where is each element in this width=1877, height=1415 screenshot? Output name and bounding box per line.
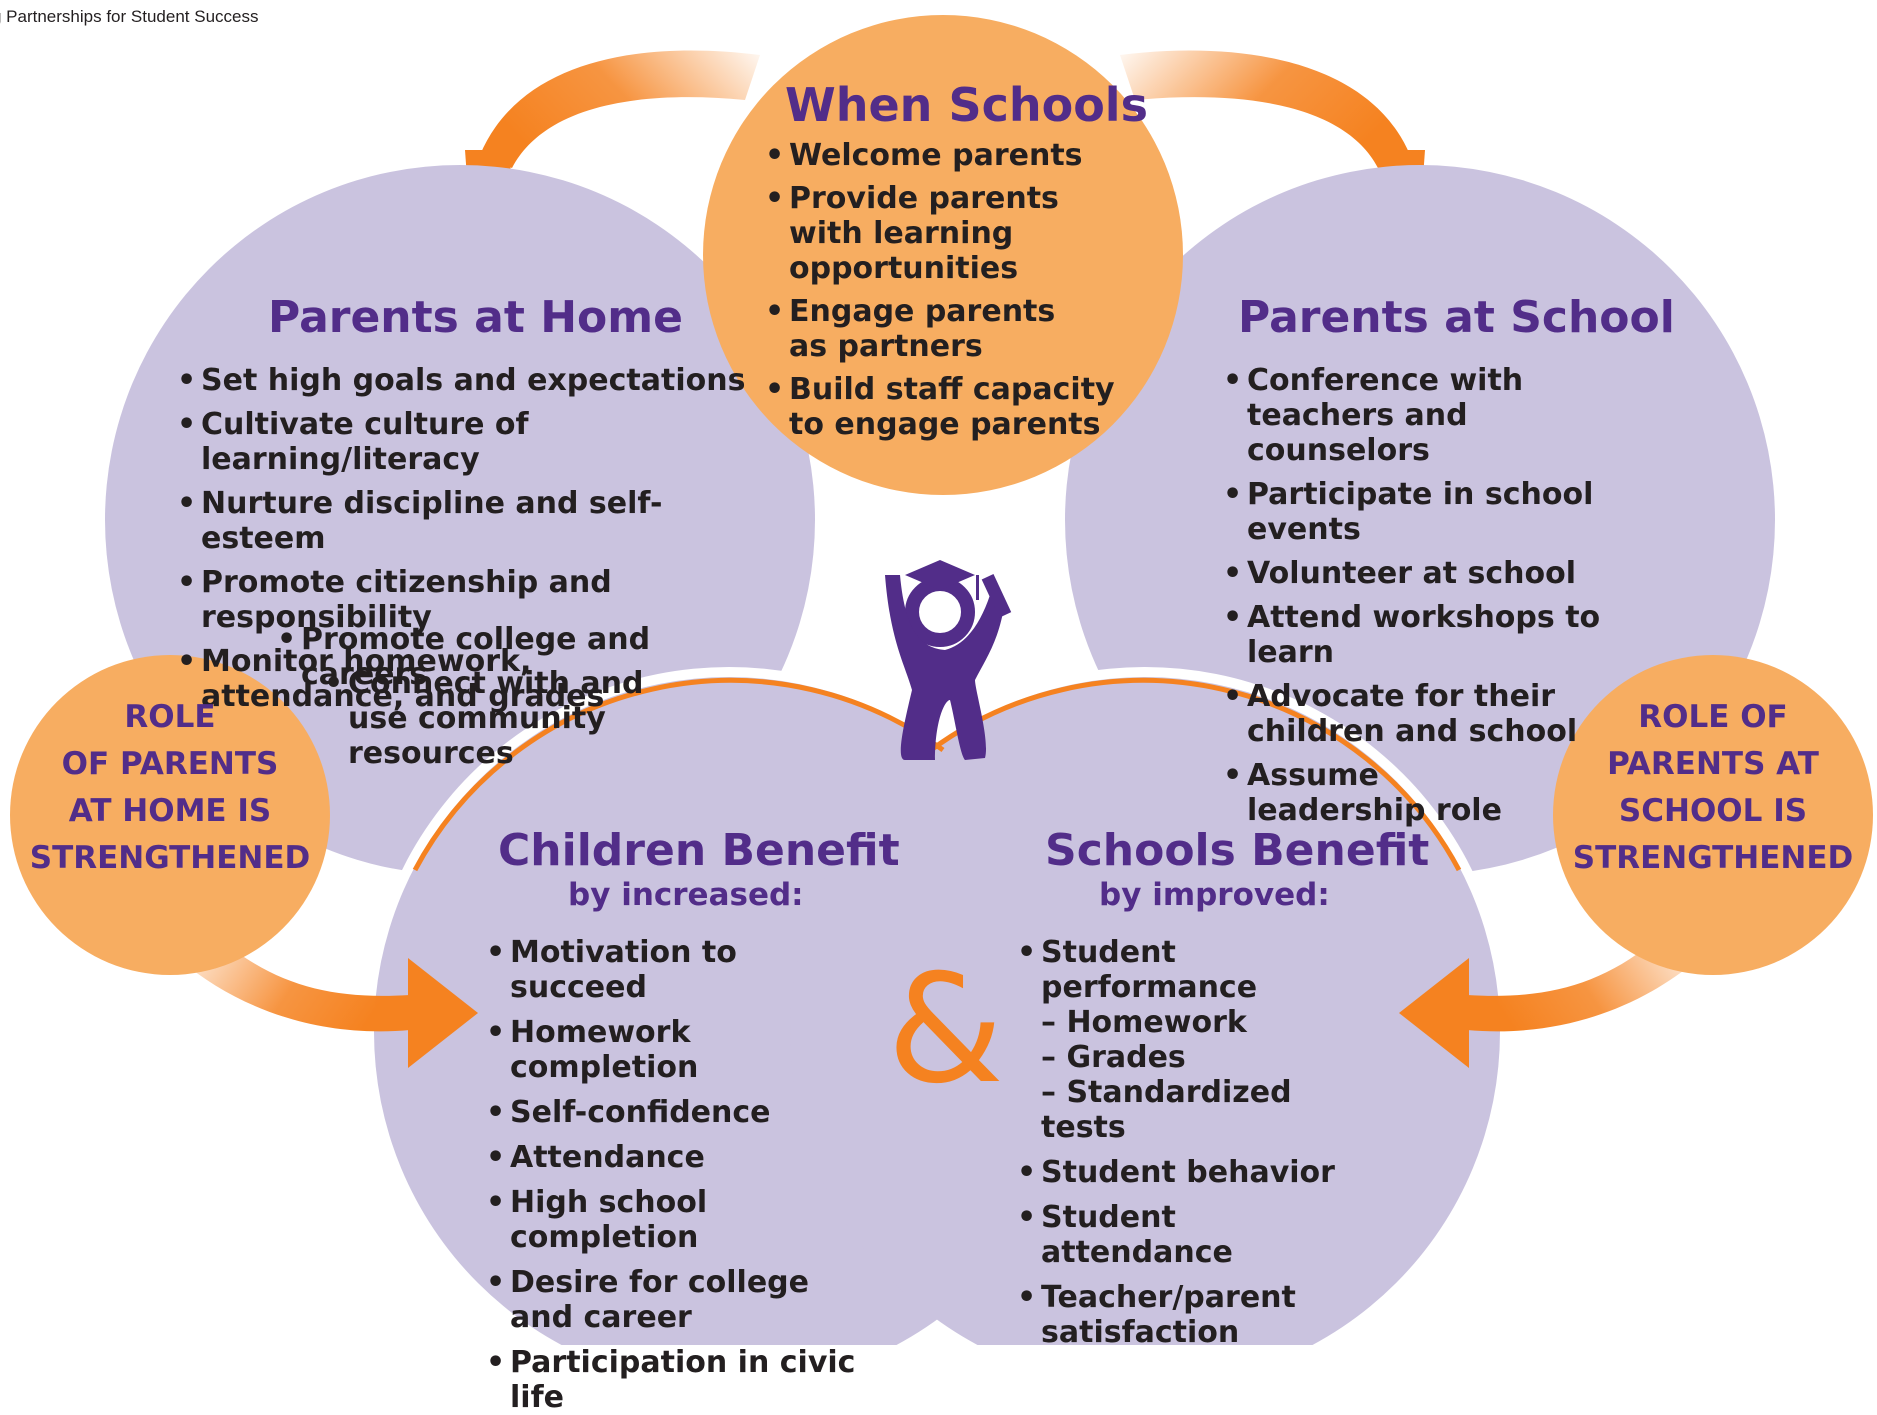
parents-home-title: Parents at Home <box>268 292 683 343</box>
schools-benefit-subtitle: by improved: <box>1099 877 1330 913</box>
role-home-line: STRENGTHENED <box>29 840 311 876</box>
list-item: Self-confidence <box>484 1095 884 1130</box>
role-home-line: AT HOME IS <box>68 793 272 829</box>
role-school-text: ROLE OF PARENTS AT SCHOOL IS STRENGTHENE… <box>1568 694 1858 882</box>
parents-school-list: Conference with teachers and counselors … <box>1221 363 1661 828</box>
list-item: Volunteer at school <box>1221 556 1661 591</box>
list-item: – Homework <box>1041 1005 1247 1040</box>
role-home-line: OF PARENTS <box>61 746 279 782</box>
list-item: Build staff capacity to engage parents <box>763 372 1123 442</box>
when-schools-list: Welcome parents Provide parents with lea… <box>763 138 1123 442</box>
list-item: Connect with and use community resources <box>322 666 668 771</box>
when-schools-title: When Schools <box>785 78 1148 132</box>
list-item: Welcome parents <box>763 138 1123 173</box>
parents-home-list-extra2: Connect with and use community resources <box>322 666 692 771</box>
children-benefit-list: Motivation to succeed Homework completio… <box>484 935 884 1415</box>
list-item: Teacher/parent satisfaction <box>1015 1280 1296 1350</box>
role-school-line: STRENGTHENED <box>1572 840 1854 876</box>
role-home-text: ROLE OF PARENTS AT HOME IS STRENGTHENED <box>25 694 315 882</box>
list-item: – Grades <box>1041 1040 1186 1075</box>
graduate-student-icon <box>885 560 1012 760</box>
schools-benefit-title: Schools Benefit <box>1045 825 1430 876</box>
parents-home-list: Set high goals and expectations Cultivat… <box>175 363 755 723</box>
parents-school-title: Parents at School <box>1238 292 1675 343</box>
role-home-line: ROLE <box>124 699 216 735</box>
list-item: Student performance <box>1015 935 1375 1005</box>
list-item: Participate in school events <box>1221 477 1661 547</box>
list-item: Student attendance <box>1015 1200 1375 1270</box>
role-home-circle <box>10 655 330 975</box>
list-item: Attend workshops to learn <box>1221 600 1661 670</box>
role-school-line: PARENTS AT <box>1607 746 1819 782</box>
list-item: – Standardized tests <box>1041 1075 1292 1145</box>
list-item: High school completion <box>484 1185 884 1255</box>
list-item: Student behavior <box>1015 1155 1375 1190</box>
role-school-line: ROLE OF <box>1638 699 1788 735</box>
list-item: Homework completion <box>484 1015 884 1085</box>
list-item: Nurture discipline and self-esteem <box>175 486 755 556</box>
header-text: g Partnerships for Student Success <box>0 7 259 26</box>
ampersand: & <box>887 943 1004 1117</box>
list-item: Engage parents as partners <box>763 294 1089 364</box>
children-benefit-title: Children Benefit <box>498 825 900 876</box>
list-item: Assume leadership role <box>1221 758 1547 828</box>
list-item: Motivation to succeed <box>484 935 884 1005</box>
list-item: Conference with teachers and counselors <box>1221 363 1647 468</box>
list-item: Advocate for their children and school <box>1221 679 1667 749</box>
list-item: Provide parents with learning opportunit… <box>763 181 1123 286</box>
list-item: Attendance <box>484 1140 884 1175</box>
children-benefit-subtitle: by increased: <box>568 877 804 913</box>
list-item: Cultivate culture of learning/literacy <box>175 407 755 477</box>
schools-benefit-list: Student performance – Homework – Grades … <box>1015 935 1375 1350</box>
role-school-line: SCHOOL IS <box>1618 793 1808 829</box>
list-item: Set high goals and expectations <box>175 363 755 398</box>
list-item: Desire for college and career <box>484 1265 850 1335</box>
list-item: Participation in civic life <box>484 1345 884 1415</box>
